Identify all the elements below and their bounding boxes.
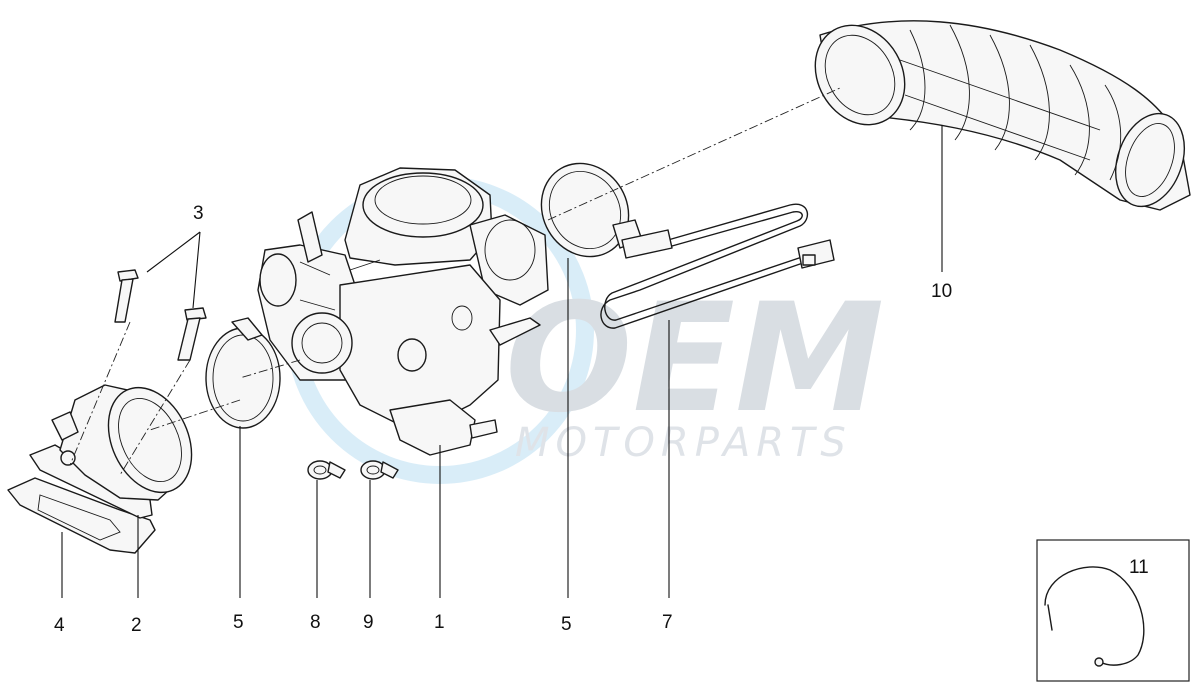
small-clip-b-part <box>360 460 399 480</box>
screw-2 <box>177 307 207 361</box>
callout-9: 9 <box>363 612 374 633</box>
screw-1 <box>114 269 139 323</box>
callout-2: 2 <box>131 615 142 636</box>
hose-clamp-right-part <box>540 162 643 258</box>
callout-4: 4 <box>54 615 65 636</box>
screws-part <box>114 269 207 361</box>
watermark-subtitle: MOTORPARTS <box>515 420 852 466</box>
callout-1: 1 <box>434 612 445 633</box>
callout-labels: 4 2 3 5 8 9 1 5 7 10 11 <box>54 203 1149 636</box>
hose-clamp-left-part <box>205 317 281 429</box>
leader-lines <box>61 125 943 598</box>
alignment-lines <box>69 87 841 476</box>
air-intake-hose-part <box>814 20 1191 211</box>
inset-frame <box>1036 539 1190 682</box>
spring-clip-inset <box>1036 539 1190 682</box>
callout-3: 3 <box>193 203 204 224</box>
intake-manifold-part <box>29 384 193 519</box>
callout-11: 11 <box>1129 557 1149 578</box>
callout-5-right: 5 <box>561 614 572 635</box>
callout-7: 7 <box>662 612 673 633</box>
callout-10: 10 <box>931 281 952 302</box>
choke-cable-part <box>600 203 835 329</box>
carburettor-part <box>257 167 549 456</box>
callout-8: 8 <box>310 612 321 633</box>
small-clip-a-part <box>307 460 346 480</box>
gasket-part <box>7 477 156 554</box>
callout-5-left: 5 <box>233 612 244 633</box>
